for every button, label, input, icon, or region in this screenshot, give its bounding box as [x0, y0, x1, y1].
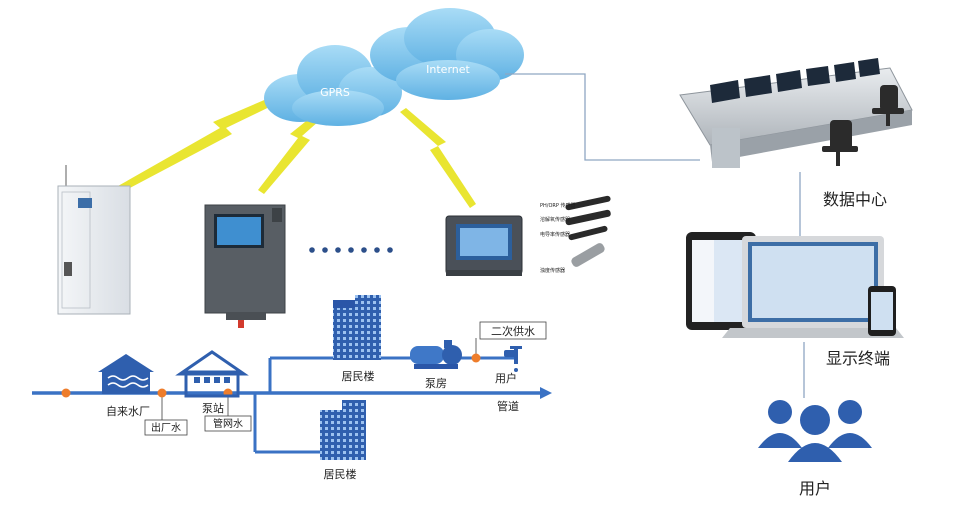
lightning-bolt-1 — [118, 92, 288, 190]
display-terminal-label: 显示终端 — [826, 349, 890, 368]
pump-station-icon — [175, 350, 249, 398]
outlet-water-label: 出厂水 — [151, 421, 181, 434]
outlet-water-box — [144, 419, 188, 436]
residential-bottom-label: 居民楼 — [324, 467, 357, 481]
user-tap-label: 用户 — [495, 371, 517, 385]
waterworks-label: 自来水厂 — [106, 405, 150, 418]
residential-building-top-icon — [333, 295, 381, 360]
water-tap-icon — [504, 346, 522, 372]
secondary-supply-box — [479, 321, 547, 340]
pipe-label: 管道 — [497, 399, 519, 413]
internet-link-line — [505, 73, 700, 161]
turbidity-probe-icon — [571, 243, 605, 267]
internet-cloud: Internet — [370, 8, 524, 100]
probe-label-ph: PH/ORP 传感器 — [540, 202, 575, 209]
waterworks-icon — [98, 354, 154, 394]
lightning-bolt-3 — [400, 108, 476, 208]
conductivity-probe-icon — [568, 225, 608, 241]
gprs-cloud: GPRS — [264, 45, 402, 126]
probe-label-do: 溶解氧传感器 — [540, 216, 570, 223]
sensor-probes: PH/ORP 传感器 溶解氧传感器 电导率传感器 浊度传感器 — [540, 195, 611, 274]
gprs-label: GPRS — [320, 86, 350, 99]
monitor-icon — [710, 58, 880, 103]
monitoring-cabinet-dark — [204, 204, 286, 328]
data-center-console — [679, 58, 913, 168]
pump-station-label: 泵站 — [202, 401, 224, 415]
pump-room-icon — [410, 340, 462, 369]
probe-label-ec: 电导率传感器 — [540, 231, 570, 238]
network-water-box — [204, 415, 252, 432]
data-center-label: 数据中心 — [823, 190, 887, 209]
network-water-label: 管网水 — [213, 417, 243, 430]
pump-room-label: 泵房 — [425, 377, 447, 390]
tablet-icon — [686, 232, 756, 330]
probe-label-turbidity: 浊度传感器 — [540, 267, 565, 274]
users-label: 用户 — [799, 479, 831, 498]
secondary-supply-label: 二次供水 — [491, 324, 535, 338]
users-icon — [758, 400, 872, 462]
dissolved-oxygen-probe-icon — [565, 209, 611, 226]
lightning-bolt-2 — [258, 102, 336, 194]
display-terminals — [686, 232, 904, 338]
monitoring-cabinet-white — [57, 165, 131, 315]
phone-icon — [868, 286, 896, 336]
chair-icon — [822, 85, 904, 166]
wireless-links — [118, 92, 476, 208]
internet-label: Internet — [426, 63, 470, 76]
laptop-icon — [722, 236, 904, 338]
controller-unit — [445, 215, 523, 276]
residential-top-label: 居民楼 — [342, 369, 375, 383]
residential-building-bottom-icon — [320, 400, 366, 460]
more-devices-dots — [309, 247, 393, 253]
ph-orp-probe-icon — [565, 195, 611, 211]
